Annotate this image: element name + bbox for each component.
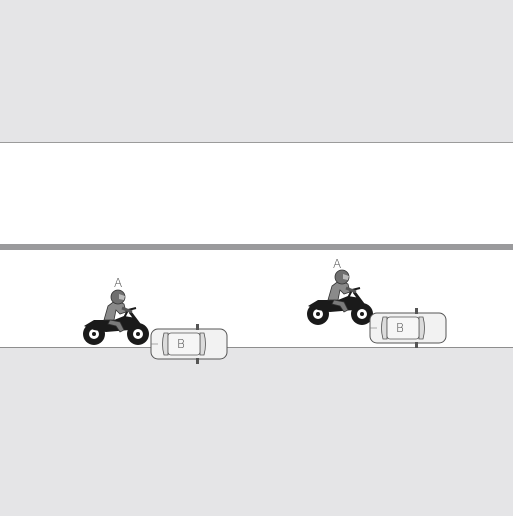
lane-edge-line-upper: [0, 142, 513, 143]
motorcycle-right: [307, 269, 373, 325]
car-label-left: B: [177, 337, 185, 351]
car-label-right: B: [396, 321, 404, 335]
motorcycle-label-right: A: [333, 257, 342, 271]
motorcycle-label-left: A: [114, 276, 123, 290]
lower-roadside: [0, 348, 513, 516]
car-left: [150, 324, 228, 364]
car-right: [369, 308, 447, 348]
median-divider: [0, 244, 513, 250]
upper-roadside: [0, 0, 513, 142]
lane-edge-line-lower: [0, 347, 513, 348]
motorcycle-left: [83, 289, 149, 345]
